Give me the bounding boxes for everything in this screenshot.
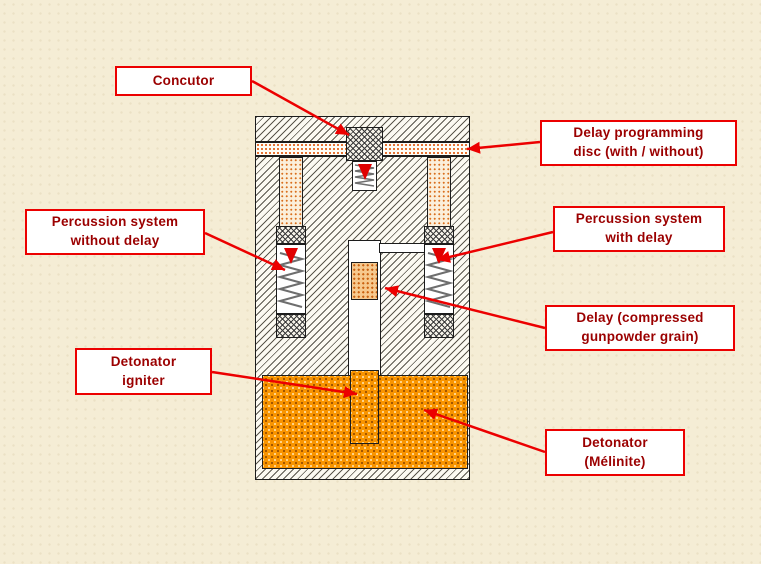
central-channel bbox=[348, 240, 381, 376]
arrow-to-delay-disc bbox=[466, 140, 541, 154]
label-delay-grain: Delay (compressed gunpowder grain) bbox=[545, 305, 735, 351]
detonator-igniter bbox=[350, 370, 379, 444]
right-striker bbox=[424, 226, 454, 244]
label-delay-programming-disc: Delay programming disc (with / without) bbox=[540, 120, 737, 166]
right-spring-chamber bbox=[424, 244, 454, 314]
label-percussion-with-delay: Percussion system with delay bbox=[553, 206, 725, 252]
right-percussion-tube bbox=[427, 157, 451, 227]
concutor-spring-chamber bbox=[352, 161, 377, 191]
label-detonator-melinite: Detonator (Mélinite) bbox=[545, 429, 685, 476]
left-striker bbox=[276, 226, 306, 244]
channel-slot bbox=[379, 243, 425, 253]
right-spring-icon bbox=[424, 252, 454, 308]
label-concutor: Concutor bbox=[115, 66, 252, 96]
left-spring-icon bbox=[276, 252, 306, 308]
right-anvil-block bbox=[424, 314, 454, 338]
concutor-block bbox=[346, 127, 383, 161]
left-anvil-block bbox=[276, 314, 306, 338]
concutor-spring-icon bbox=[354, 164, 375, 187]
label-detonator-igniter: Detonator igniter bbox=[75, 348, 212, 395]
delay-grain bbox=[351, 262, 378, 300]
label-percussion-without-delay: Percussion system without delay bbox=[25, 209, 205, 255]
left-spring-chamber bbox=[276, 244, 306, 314]
left-percussion-tube bbox=[279, 157, 303, 227]
